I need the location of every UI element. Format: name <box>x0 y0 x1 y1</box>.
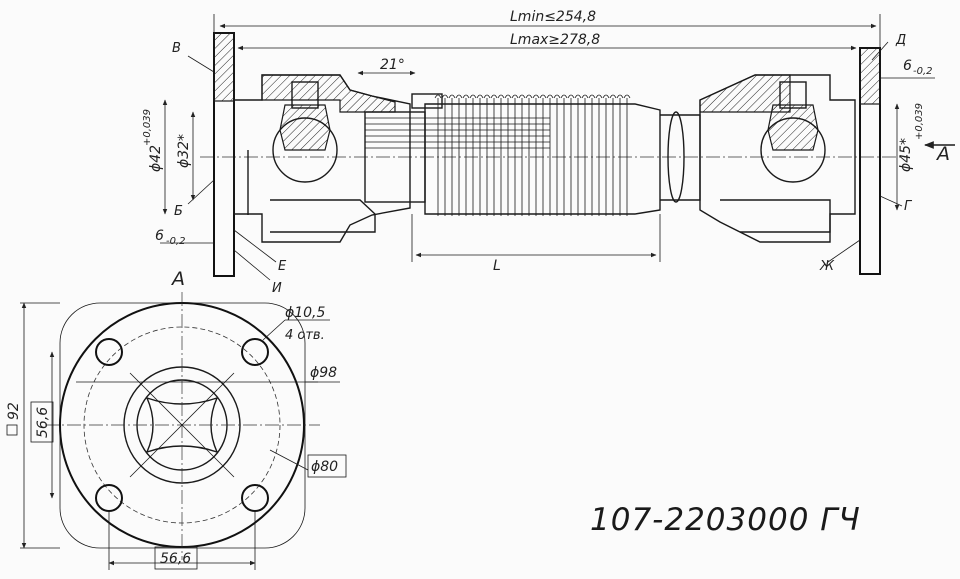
right-yoke-section <box>699 74 791 113</box>
d42-tol: +0,039 <box>142 109 153 146</box>
boot-ridge-cap <box>546 94 554 99</box>
six-left-label: 6 <box>155 228 164 244</box>
boot-ridge-cap <box>560 94 568 99</box>
right-cross-section <box>767 104 819 151</box>
label-i: И <box>272 281 282 296</box>
boot-ridge-cap <box>588 94 596 99</box>
boot-ridge-cap <box>469 94 477 99</box>
six-right-tol: -0,2 <box>913 66 933 77</box>
boot-ridge-cap <box>525 94 533 99</box>
boot-ridge-cap <box>602 94 610 99</box>
right-flange-section <box>859 47 881 105</box>
boot-ridge-cap <box>595 94 603 99</box>
hole-dia-label: ϕ10,5 <box>285 305 326 321</box>
boot-ridge-cap <box>490 94 498 99</box>
view-a-title: А <box>170 268 185 290</box>
sq92-label: 92 <box>6 402 22 420</box>
spline-teeth <box>365 117 550 149</box>
boot-ridge-cap <box>574 94 582 99</box>
left-lower-fork <box>270 199 376 233</box>
w566v-label: 56,6 <box>35 407 51 438</box>
boot-ridge-cap <box>483 94 491 99</box>
boot-ridge-cap <box>448 94 456 99</box>
right-lower-fork <box>720 199 831 233</box>
left-yoke-section <box>261 74 396 113</box>
d45-tol: +0,039 <box>914 103 925 140</box>
six-left-tol: -0,2 <box>166 236 186 247</box>
label-g: Г <box>904 199 913 214</box>
angle-label: 21° <box>380 57 405 73</box>
boot-corrugation <box>434 94 631 216</box>
boot-ridge-cap <box>609 94 617 99</box>
w566h-label: 56,6 <box>160 551 191 567</box>
w566h-box <box>154 546 198 570</box>
side-view: Lmin≤254,8 Lmax≥278,8 21° L ϕ42 +0,039 ϕ… <box>142 9 955 296</box>
view-arrow-letter: А <box>935 143 950 165</box>
label-e: Е <box>278 259 287 274</box>
right-cross-hub <box>760 117 826 183</box>
boot-ridge-cap <box>511 94 519 99</box>
boot-ridge-cap <box>434 94 442 99</box>
bolt-hole-bl <box>95 484 123 512</box>
lmax-label: Lmax≥278,8 <box>510 32 600 48</box>
tube-ring <box>667 111 685 203</box>
boot-ridge-cap <box>518 94 526 99</box>
boot-outline <box>424 103 661 215</box>
d32-label: ϕ32* <box>176 134 192 168</box>
label-d: Д <box>895 33 906 48</box>
w566v-box <box>30 401 54 443</box>
d80-box <box>307 454 347 478</box>
boot-ridge-cap <box>539 94 547 99</box>
grease-nipple <box>411 93 443 109</box>
bolt-hole-tl <box>95 338 123 366</box>
d80-label: ϕ80 <box>311 459 338 475</box>
label-v: В <box>172 41 181 56</box>
right-yoke <box>699 74 856 243</box>
d45-label: ϕ45* <box>898 138 914 172</box>
label-b: Б <box>174 204 183 219</box>
boot-ridge-cap <box>455 94 463 99</box>
flange-view: А ϕ10,5 4 отв. ϕ98 ϕ80 92 <box>6 268 347 570</box>
bolt-hole-br <box>241 484 269 512</box>
boot-ridge-cap <box>623 94 631 99</box>
boot-ridge-cap <box>504 94 512 99</box>
square-spline-hole <box>145 396 219 454</box>
l-label: L <box>493 258 501 274</box>
label-zh: Ж <box>819 259 835 274</box>
boot-ridge-cap <box>553 94 561 99</box>
part-number: 107-2203000 ГЧ <box>590 502 861 538</box>
boot-ridge-cap <box>567 94 575 99</box>
left-cross-section <box>279 104 331 151</box>
boot-ridge-cap <box>497 94 505 99</box>
six-right-label: 6 <box>903 58 912 74</box>
boot-ridge-cap <box>581 94 589 99</box>
boot-ridge-cap <box>441 94 449 99</box>
d42-label: ϕ42 <box>148 145 164 172</box>
boot-ridge-cap <box>462 94 470 99</box>
shaft-tube <box>660 114 701 201</box>
left-flange-section <box>213 32 235 102</box>
boot-ridge-cap <box>476 94 484 99</box>
boot-ridge-cap <box>616 94 624 99</box>
bolt-hole-tr <box>241 338 269 366</box>
lmin-label: Lmin≤254,8 <box>510 9 596 25</box>
d98-label: ϕ98 <box>310 365 337 381</box>
boot-ridge-cap <box>532 94 540 99</box>
left-cross-hub <box>272 117 338 183</box>
hole-count-label: 4 отв. <box>285 328 325 343</box>
